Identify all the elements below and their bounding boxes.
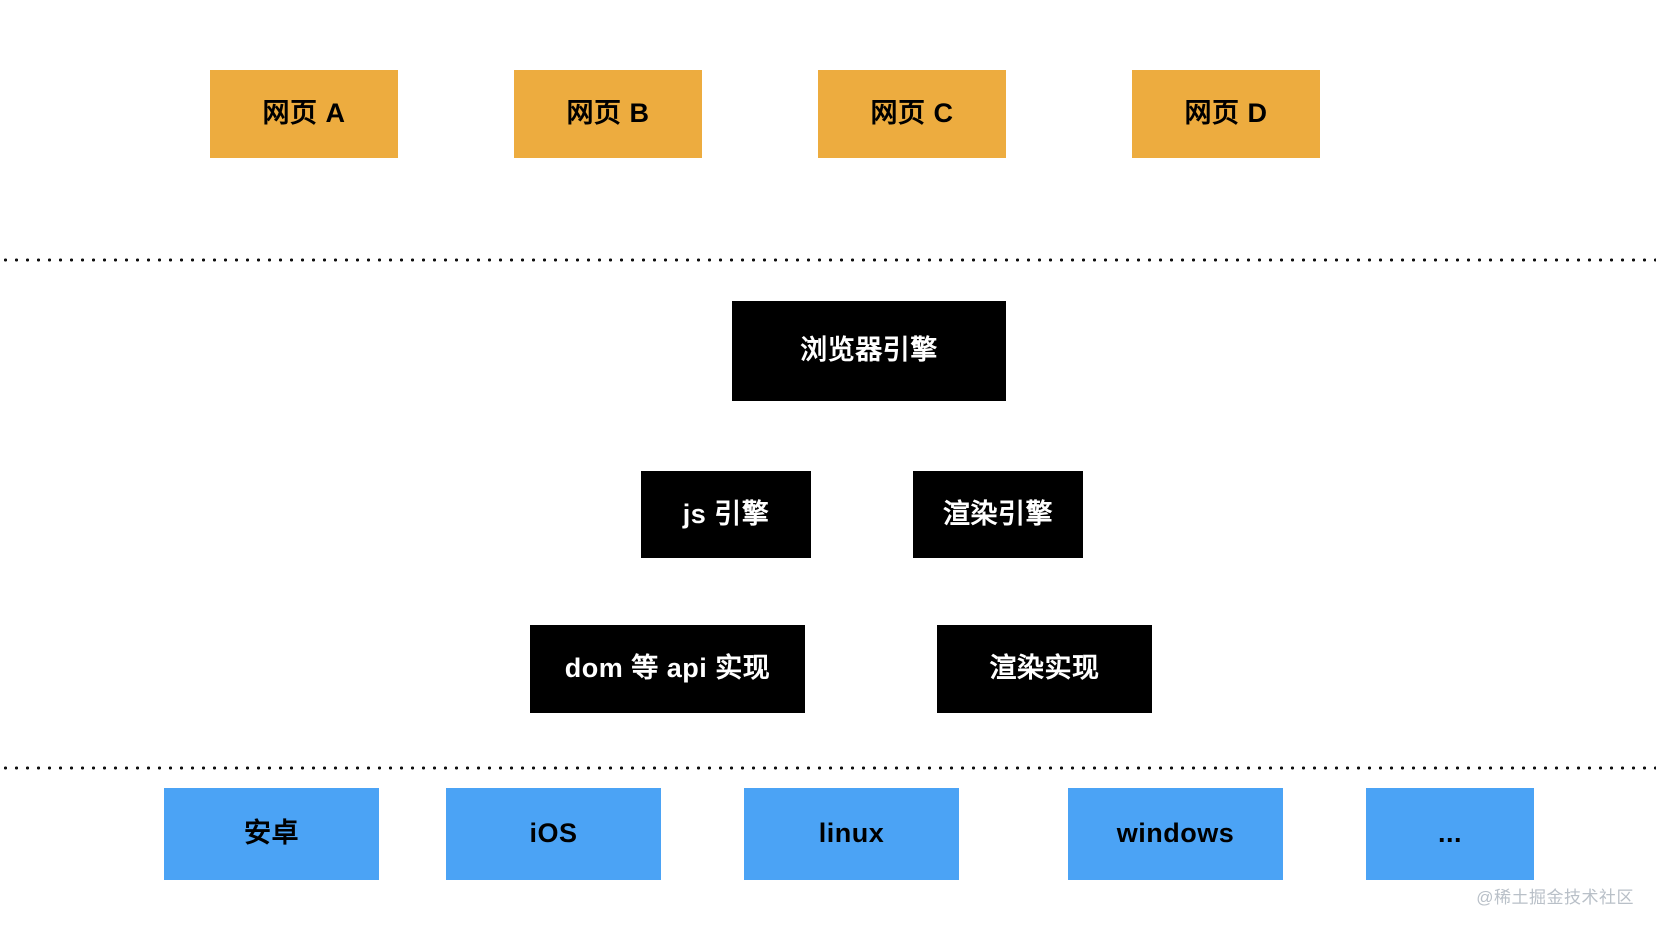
platform-node-windows: windows	[1068, 788, 1283, 880]
browser-engine-node: 浏览器引擎	[732, 301, 1006, 401]
platform-node-linux: linux	[744, 788, 959, 880]
render-engine-node: 渲染引擎	[913, 471, 1083, 558]
page-node-d: 网页 D	[1132, 70, 1320, 158]
render-impl-node: 渲染实现	[937, 625, 1152, 713]
engine-platform-divider	[0, 766, 1656, 770]
platform-node-android: 安卓	[164, 788, 379, 880]
page-node-c: 网页 C	[818, 70, 1006, 158]
dom-api-impl-node: dom 等 api 实现	[530, 625, 805, 713]
page-node-a: 网页 A	[210, 70, 398, 158]
page-engine-divider	[0, 258, 1656, 262]
platform-node-more: ...	[1366, 788, 1534, 880]
platform-node-ios: iOS	[446, 788, 661, 880]
page-node-b: 网页 B	[514, 70, 702, 158]
watermark: @稀土掘金技术社区	[1476, 888, 1634, 907]
js-engine-node: js 引擎	[641, 471, 811, 558]
